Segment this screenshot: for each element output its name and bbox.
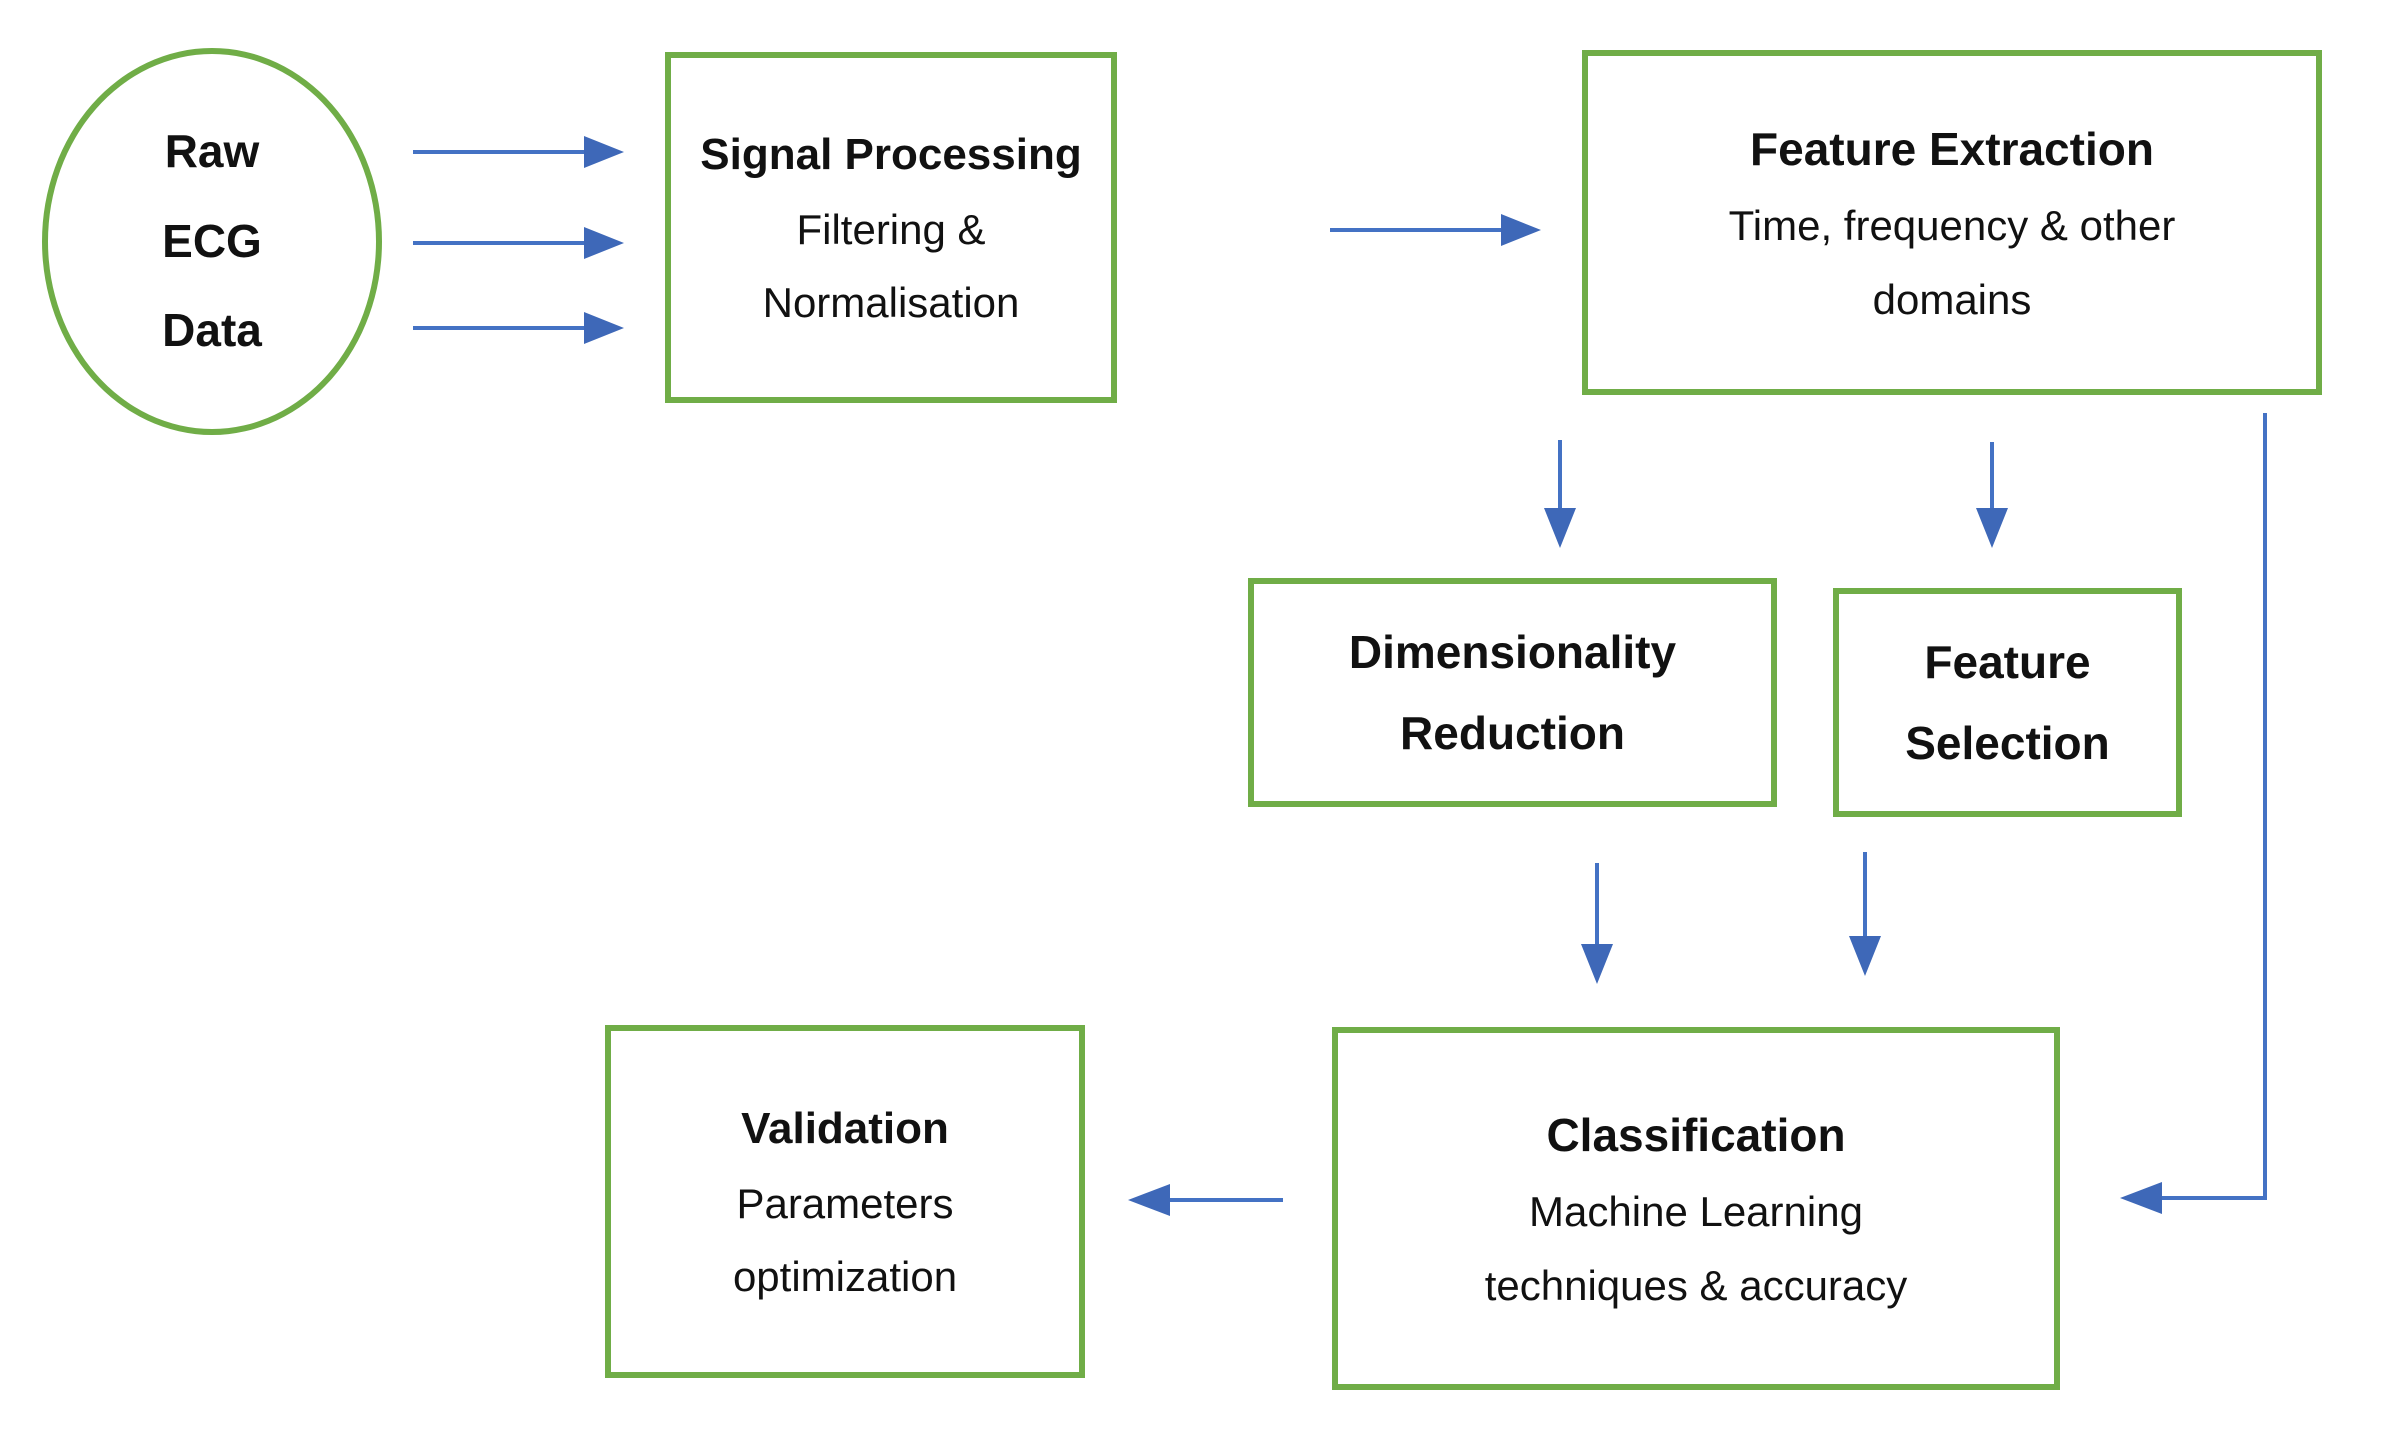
edge-signalprocessing-featureextraction-arrow xyxy=(1330,214,1541,246)
edge-featureselection-classification-arrow xyxy=(1849,852,1881,976)
classification-subtitle-line-2: techniques & accuracy xyxy=(1484,1261,1908,1309)
feature-selection-line-2: Selection xyxy=(1905,716,2110,769)
signal-processing-subtitle-line-1: Filtering & xyxy=(796,205,986,253)
feature-extraction-title: Feature Extraction xyxy=(1750,122,2154,175)
node-dimensionality-reduction: Dimensionality Reduction xyxy=(1248,578,1777,807)
node-feature-extraction: Feature Extraction Time, frequency & oth… xyxy=(1582,50,2322,395)
classification-title: Classification xyxy=(1546,1108,1846,1161)
validation-title: Validation xyxy=(741,1103,949,1153)
feature-extraction-subtitle-line-1: Time, frequency & other xyxy=(1728,202,2176,250)
edge-featureextraction-classification-elbow-arrow xyxy=(2120,413,2267,1214)
feature-selection-line-1: Feature xyxy=(1924,636,2091,688)
validation-subtitle-line-2: optimization xyxy=(732,1253,958,1300)
edge-rawecg-signalprocessing-arrow-3 xyxy=(413,312,624,344)
classification-subtitle-line-1: Machine Learning xyxy=(1529,1188,1863,1236)
node-validation: Validation Parameters optimization xyxy=(605,1025,1085,1378)
signal-processing-subtitle-line-2: Normalisation xyxy=(762,279,1020,326)
edge-rawecg-signalprocessing-arrow-2 xyxy=(413,227,624,259)
node-classification: Classification Machine Learning techniqu… xyxy=(1332,1027,2060,1390)
edge-dimensionalityreduction-classification-arrow xyxy=(1581,863,1613,984)
node-signal-processing: Signal Processing Filtering & Normalisat… xyxy=(665,52,1117,403)
edge-rawecg-signalprocessing-arrow-1 xyxy=(413,136,624,168)
node-raw-ecg-data: Raw ECG Data xyxy=(42,48,382,435)
raw-ecg-line-3: Data xyxy=(162,304,262,357)
edge-featureextraction-dimensionalityreduction-arrow xyxy=(1544,440,1576,548)
raw-ecg-line-1: Raw xyxy=(164,124,260,177)
edge-featureextraction-featureselection-arrow xyxy=(1976,442,2008,548)
signal-processing-title: Signal Processing xyxy=(700,129,1082,179)
node-feature-selection: Feature Selection xyxy=(1833,588,2182,817)
dimensionality-reduction-line-2: Reduction xyxy=(1400,706,1625,759)
validation-subtitle-line-1: Parameters xyxy=(736,1179,954,1227)
dimensionality-reduction-line-1: Dimensionality xyxy=(1348,626,1677,678)
feature-extraction-subtitle-line-2: domains xyxy=(1872,275,2032,323)
raw-ecg-line-2: ECG xyxy=(162,214,262,267)
edge-classification-validation-arrow xyxy=(1128,1184,1283,1216)
